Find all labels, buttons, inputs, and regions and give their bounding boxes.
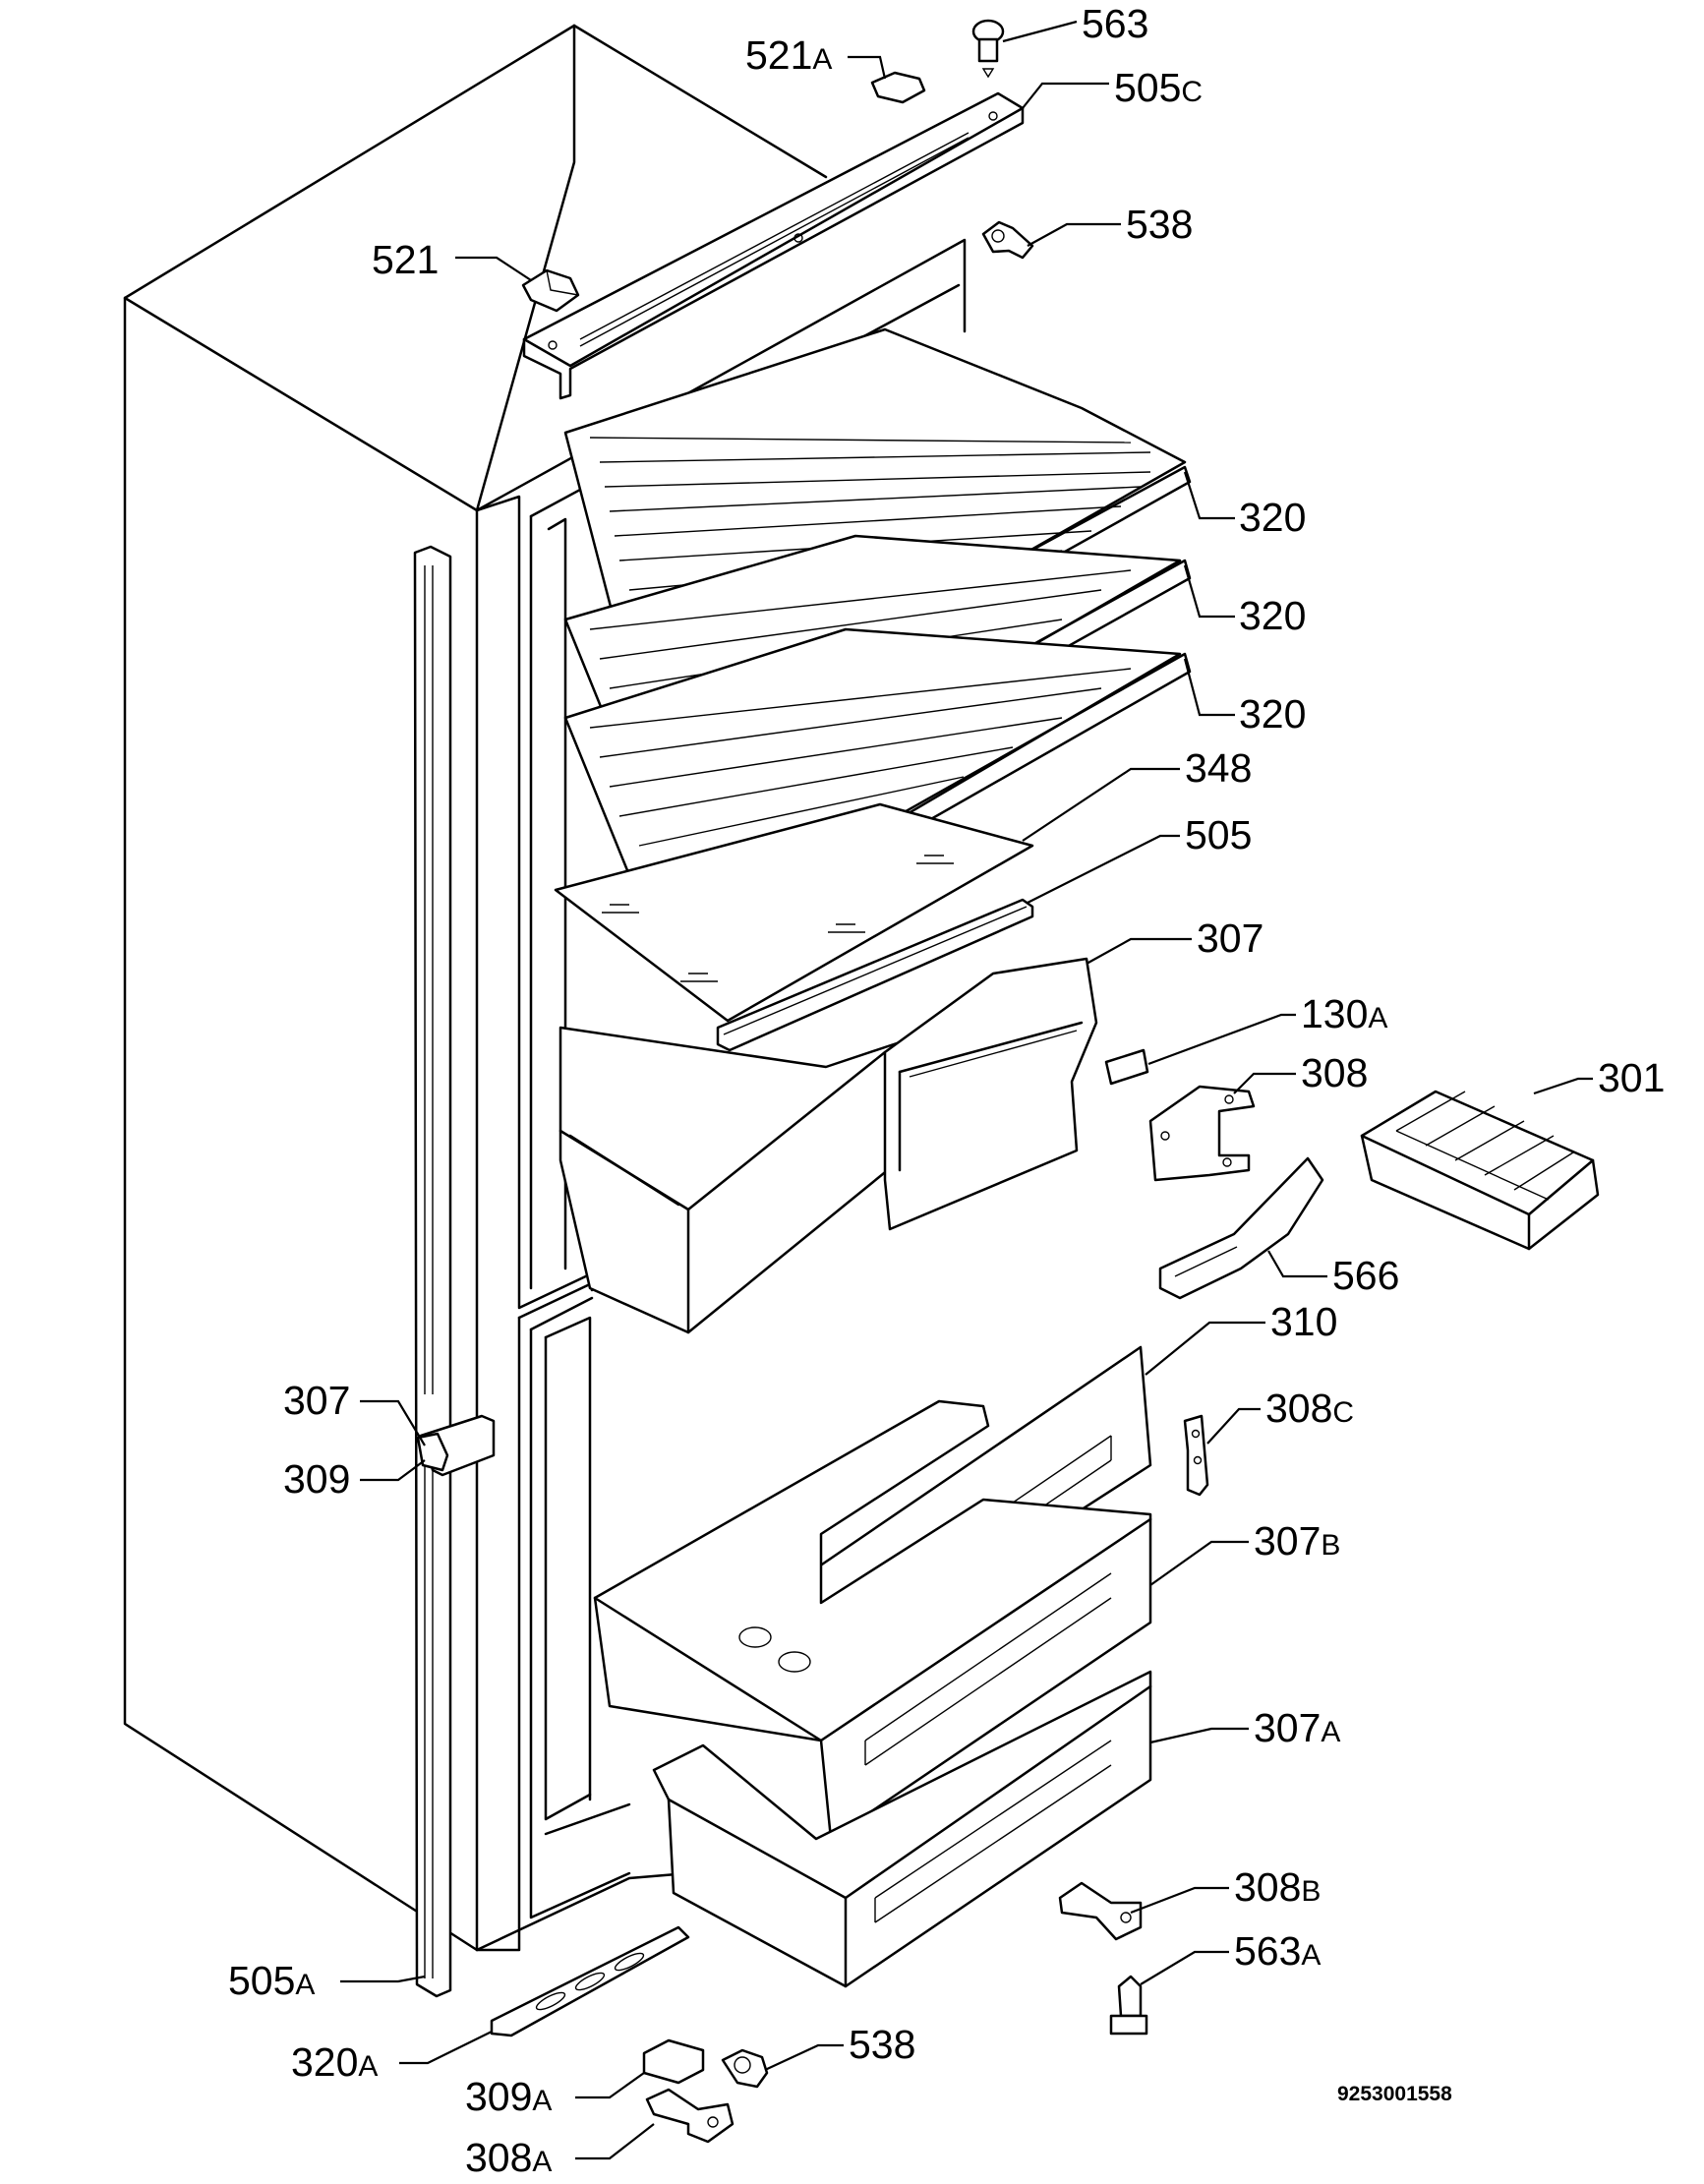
callout-320-shelf-1: 320 [1239,495,1306,540]
freezer-basket-307a [652,1670,1152,1988]
callout-307a: 307A [1254,1705,1340,1750]
callout-309a: 309A [465,2074,552,2119]
cabinet-body [123,24,967,1952]
ice-scraper-566 [1158,1156,1324,1300]
top-rail-505c [522,91,1025,400]
glass-trim-505 [716,898,1034,1052]
callout-505c: 505C [1114,65,1203,110]
callout-538-top: 538 [1126,202,1193,247]
hinge-bracket-538-top [981,220,1034,260]
callout-320-shelf-3: 320 [1239,691,1306,737]
hinge-cap-521 [521,268,580,313]
callout-505: 505 [1185,812,1252,857]
hinge-cap-521a [870,71,926,104]
hinge-bracket-308a [645,2088,734,2144]
hinge-cover-130a [1104,1048,1149,1086]
callout-307-handle: 307 [283,1378,350,1423]
callout-301: 301 [1598,1055,1665,1100]
callout-538-bottom: 538 [849,2022,915,2067]
callout-309: 309 [283,1456,350,1502]
glass-plate-348 [554,802,1034,1023]
hinge-pin-308c [1183,1414,1209,1497]
hinge-bracket-308b [1058,1881,1143,1941]
callout-310: 310 [1270,1299,1337,1344]
callout-320a: 320A [291,2039,378,2085]
callout-308c: 308C [1265,1386,1354,1431]
callout-308b: 308B [1234,1864,1321,1910]
callout-566: 566 [1332,1253,1399,1298]
callout-320-shelf-2: 320 [1239,593,1306,638]
callout-563a: 563A [1234,1928,1321,1974]
door-seal-505a [413,545,452,1998]
hinge-cover-309a [642,2038,705,2085]
crisper-bin-307-right [883,957,1098,1231]
leader-lines [340,20,1593,2160]
callout-563: 563 [1082,1,1148,46]
crisper-bin-307-left [558,1026,902,1334]
callout-307b: 307B [1254,1518,1340,1564]
hinge-pin-563 [971,19,1005,79]
callout-130a: 130A [1301,991,1387,1036]
callout-348: 348 [1185,745,1252,791]
callout-307-crisper: 307 [1197,915,1263,961]
ice-cube-tray-301 [1360,1090,1600,1251]
document-number: 9253001558 [1337,2083,1452,2105]
callout-521: 521 [372,237,439,282]
hinge-bracket-308 [1148,1085,1256,1182]
callout-308: 308 [1301,1050,1368,1095]
callout-labels: 563 521A 505C 521 538 320 320 320 348 50… [228,1,1665,2180]
callout-521a: 521A [745,32,832,78]
bottom-hinge-plate-320a [490,1925,690,2037]
callout-308a: 308A [465,2135,552,2180]
hinge-bracket-538-bottom [721,2048,769,2089]
callout-505a: 505A [228,1958,315,2003]
freezer-basket-307b [593,1399,1152,1841]
hinge-pin-563a [1109,1975,1148,2036]
